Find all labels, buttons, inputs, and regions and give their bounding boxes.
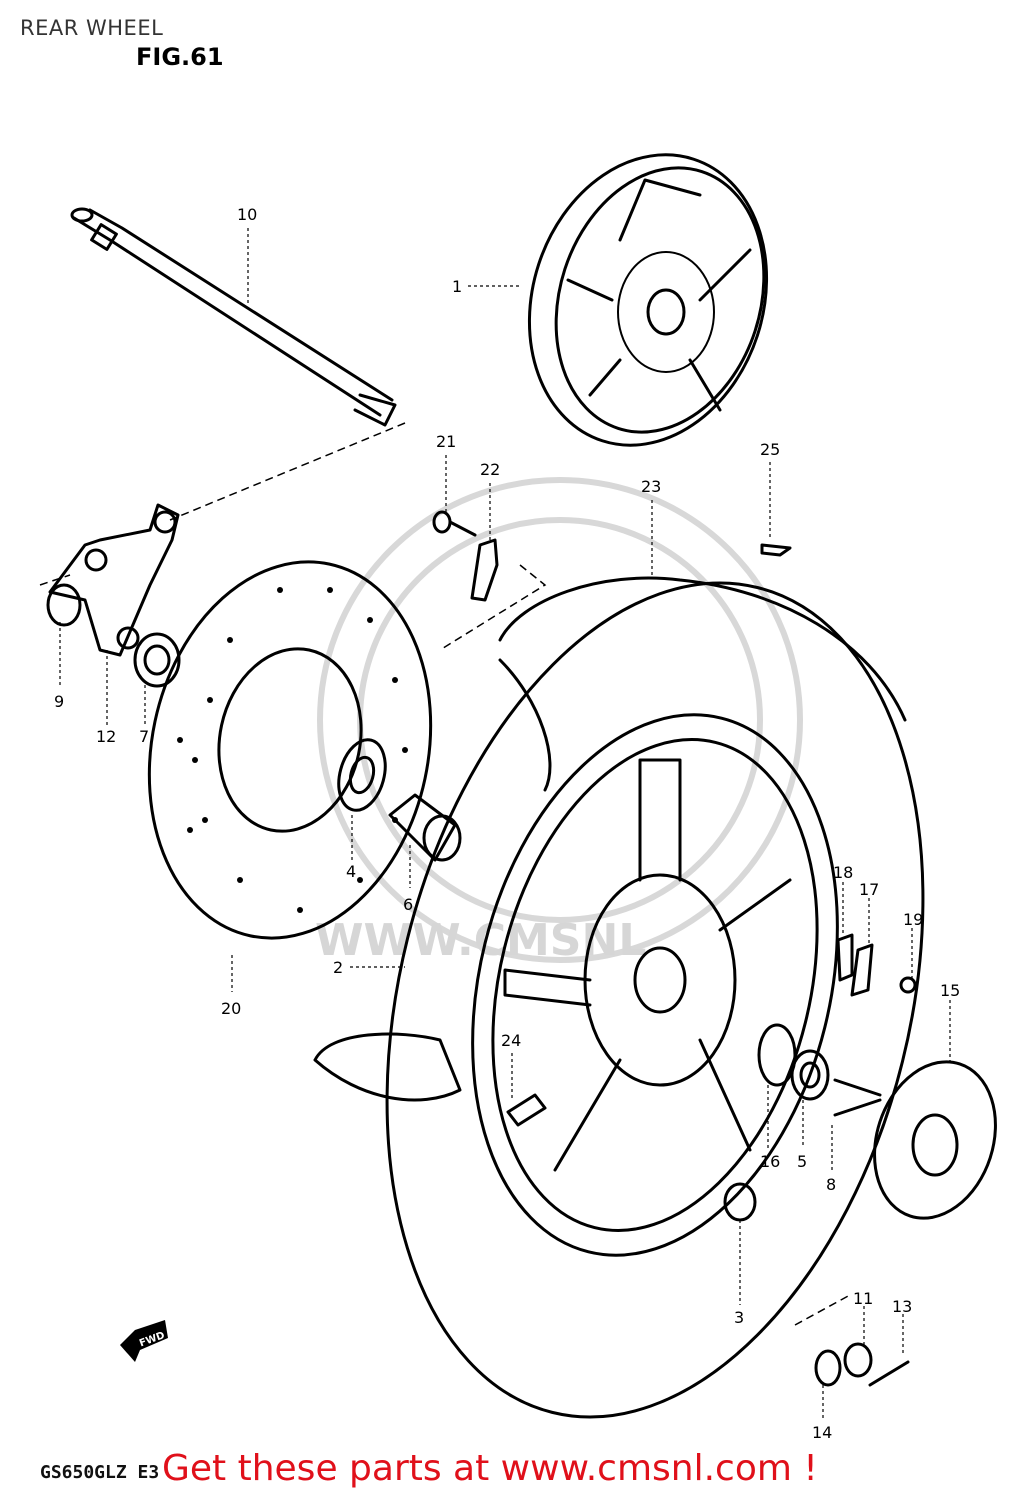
callout-1: 1 bbox=[452, 277, 462, 296]
callout-labels: 10 1 21 22 23 25 9 12 7 4 6 20 2 24 16 5… bbox=[54, 205, 960, 1442]
part-bracket bbox=[46, 503, 180, 657]
callout-25: 25 bbox=[760, 440, 780, 459]
page-title: REAR WHEEL bbox=[20, 16, 164, 40]
callout-12: 12 bbox=[96, 727, 116, 746]
part-nut-24 bbox=[506, 1093, 547, 1127]
callout-2: 2 bbox=[333, 958, 343, 977]
part-rim bbox=[527, 153, 769, 447]
part-washer-14 bbox=[814, 1349, 842, 1387]
part-oring-16 bbox=[757, 1023, 797, 1087]
callout-21: 21 bbox=[436, 432, 456, 451]
part-plate-18 bbox=[836, 933, 854, 982]
part-bolt-21 bbox=[432, 510, 477, 537]
callout-14: 14 bbox=[812, 1423, 832, 1442]
leader-lines bbox=[59, 228, 951, 1420]
callout-16: 16 bbox=[760, 1152, 780, 1171]
callout-17: 17 bbox=[859, 880, 879, 899]
part-tire bbox=[313, 576, 925, 1419]
callout-20: 20 bbox=[221, 999, 241, 1018]
callout-22: 22 bbox=[480, 460, 500, 479]
part-wheel bbox=[471, 713, 839, 1257]
callout-10: 10 bbox=[237, 205, 257, 224]
callout-18: 18 bbox=[833, 863, 853, 882]
callout-15: 15 bbox=[940, 981, 960, 1000]
fwd-arrow-icon: FWD bbox=[120, 1320, 168, 1362]
part-drum-15 bbox=[833, 1060, 997, 1220]
promo-link[interactable]: Get these parts at www.cmsnl.com ! bbox=[162, 1448, 818, 1489]
watermark: WWW.CMSNL bbox=[315, 477, 803, 966]
figure-label: FIG.61 bbox=[136, 43, 224, 71]
part-axle bbox=[70, 207, 397, 427]
callout-23: 23 bbox=[641, 477, 661, 496]
callout-3: 3 bbox=[734, 1308, 744, 1327]
callout-8: 8 bbox=[826, 1175, 836, 1194]
callout-9: 9 bbox=[54, 692, 64, 711]
callout-6: 6 bbox=[403, 895, 413, 914]
part-bearing-5 bbox=[790, 1049, 830, 1101]
part-nut-11 bbox=[843, 1342, 873, 1378]
callout-19: 19 bbox=[903, 910, 923, 929]
callout-5: 5 bbox=[797, 1152, 807, 1171]
callout-11: 11 bbox=[853, 1289, 873, 1308]
callout-24: 24 bbox=[501, 1031, 521, 1050]
part-pin-13 bbox=[868, 1360, 910, 1387]
model-code: GS650GLZ E3 bbox=[40, 1462, 160, 1483]
part-collar bbox=[133, 632, 181, 688]
assembly-lines bbox=[39, 422, 851, 1326]
callout-4: 4 bbox=[346, 862, 356, 881]
part-brake-disc bbox=[147, 560, 433, 940]
part-lockplate-22 bbox=[470, 538, 499, 602]
part-clip-17 bbox=[850, 943, 874, 997]
callout-13: 13 bbox=[892, 1297, 912, 1316]
part-nut-19 bbox=[899, 976, 917, 994]
callout-7: 7 bbox=[139, 727, 149, 746]
part-valve-25 bbox=[760, 543, 792, 557]
part-bearing-4 bbox=[337, 738, 387, 812]
part-spacer bbox=[388, 793, 462, 862]
